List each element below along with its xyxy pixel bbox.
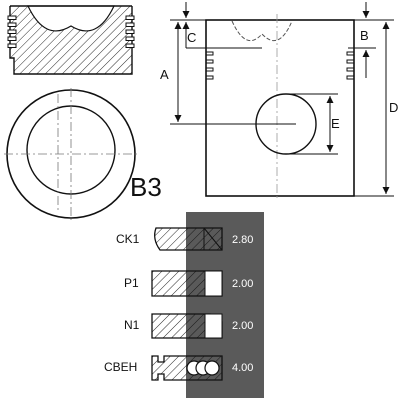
piston-top-view xyxy=(4,88,138,220)
ring-name: CBEH xyxy=(104,360,137,374)
piston-side-view: A C B D E xyxy=(160,2,398,200)
right-ring-grooves xyxy=(125,15,135,48)
ring-width: 4.00 xyxy=(232,362,253,374)
ring-width: 2.00 xyxy=(232,320,253,332)
model-label: B3 xyxy=(130,172,162,202)
side-left-grooves xyxy=(206,51,214,80)
dimension-label-c: C xyxy=(187,30,196,45)
ring-width: 2.00 xyxy=(232,278,253,290)
expander-spring xyxy=(186,360,220,376)
ring-width: 2.80 xyxy=(232,234,253,246)
ring-profile-ck1 xyxy=(154,227,223,251)
dimension-label-d: D xyxy=(389,100,398,115)
dimension-label-b: B xyxy=(360,28,369,43)
ring-row-p1: P1 2.00 xyxy=(124,270,253,297)
dimension-label-e: E xyxy=(331,116,340,131)
dimension-label-a: A xyxy=(160,67,169,82)
dimension-lines xyxy=(170,2,394,197)
ring-panel: CK1 2.80 P1 2.00 N1 2.00 CBEH 4.00 xyxy=(104,212,264,398)
ring-name: N1 xyxy=(124,318,140,332)
ring-name: CK1 xyxy=(116,232,140,246)
side-right-grooves xyxy=(346,51,354,80)
ring-row-ck1: CK1 2.80 xyxy=(116,227,253,251)
ring-name: P1 xyxy=(124,276,139,290)
ring-panel-white-bar xyxy=(176,212,186,398)
piston-crown-section xyxy=(7,5,135,75)
ring-row-n1: N1 2.00 xyxy=(124,313,253,339)
left-ring-grooves xyxy=(7,15,17,48)
ring-row-cbeh: CBEH 4.00 xyxy=(104,355,253,381)
